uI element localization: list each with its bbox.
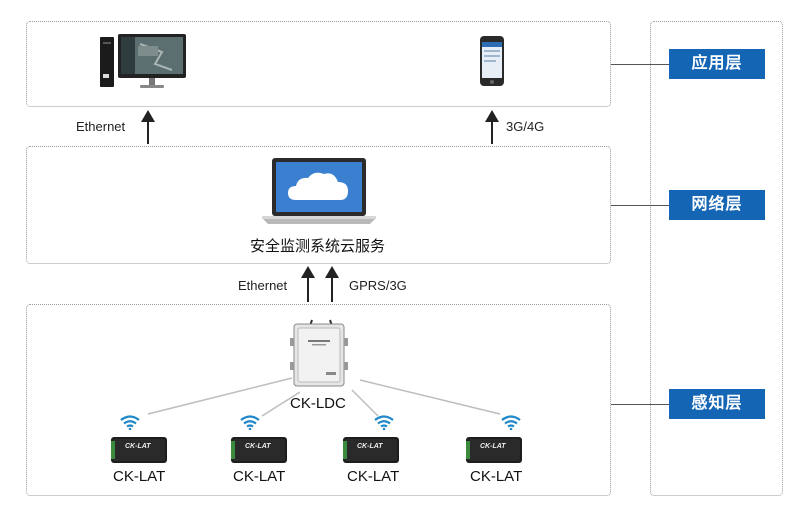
network-layer-badge: 网络层: [669, 190, 765, 220]
gprs-net-arrowhead: [325, 266, 339, 278]
wifi-signal-icon: [374, 415, 394, 430]
wifi-signal-icon: [240, 415, 260, 430]
gateway-device-icon: [290, 318, 352, 388]
ethernet-app-label: Ethernet: [76, 119, 126, 134]
sensor-label: CK-LAT: [470, 468, 523, 485]
sensor-device-icon: CK-LAT: [111, 437, 167, 463]
ethernet-net-label: Ethernet: [238, 278, 288, 293]
application-connector: [611, 64, 669, 65]
sensor-label: CK-LAT: [233, 468, 286, 485]
network-connector: [611, 205, 669, 206]
ethernet-net-arrow-line: [307, 276, 309, 302]
sensor-device-text: CK-LAT: [357, 443, 383, 450]
wifi-signal-icon: [120, 415, 140, 430]
perception-connector: [611, 404, 669, 405]
sensor-device-text: CK-LAT: [125, 443, 151, 450]
gprs-net-arrow-line: [331, 276, 333, 302]
sensor-device-icon: CK-LAT: [343, 437, 399, 463]
gprs-net-label: GPRS/3G: [349, 278, 407, 293]
gateway-label: CK-LDC: [290, 395, 346, 412]
perception-layer-box: [26, 304, 611, 496]
ethernet-app-arrow-line: [147, 120, 149, 144]
application-layer-badge: 应用层: [669, 49, 765, 79]
sensor-label: CK-LAT: [113, 468, 166, 485]
cloud-service-label: 安全监测系统云服务: [250, 238, 386, 255]
sensor-label: CK-LAT: [347, 468, 400, 485]
sensor-device-icon: CK-LAT: [231, 437, 287, 463]
ethernet-app-arrowhead: [141, 110, 155, 122]
desktop-computer-icon: [100, 34, 192, 90]
sensor-device-text: CK-LAT: [480, 443, 506, 450]
laptop-cloud-icon: [262, 158, 376, 226]
sensor-device-icon: CK-LAT: [466, 437, 522, 463]
mobile-app-label: 3G/4G: [506, 119, 545, 134]
mobile-app-arrowhead: [485, 110, 499, 122]
application-layer-box: [26, 21, 611, 107]
mobile-app-arrow-line: [491, 120, 493, 144]
wifi-signal-icon: [501, 415, 521, 430]
smartphone-icon: [480, 36, 504, 86]
layer-legend-column: [650, 21, 783, 496]
sensor-device-text: CK-LAT: [245, 443, 271, 450]
network-layer-box: [26, 146, 611, 264]
ethernet-net-arrowhead: [301, 266, 315, 278]
perception-layer-badge: 感知层: [669, 389, 765, 419]
